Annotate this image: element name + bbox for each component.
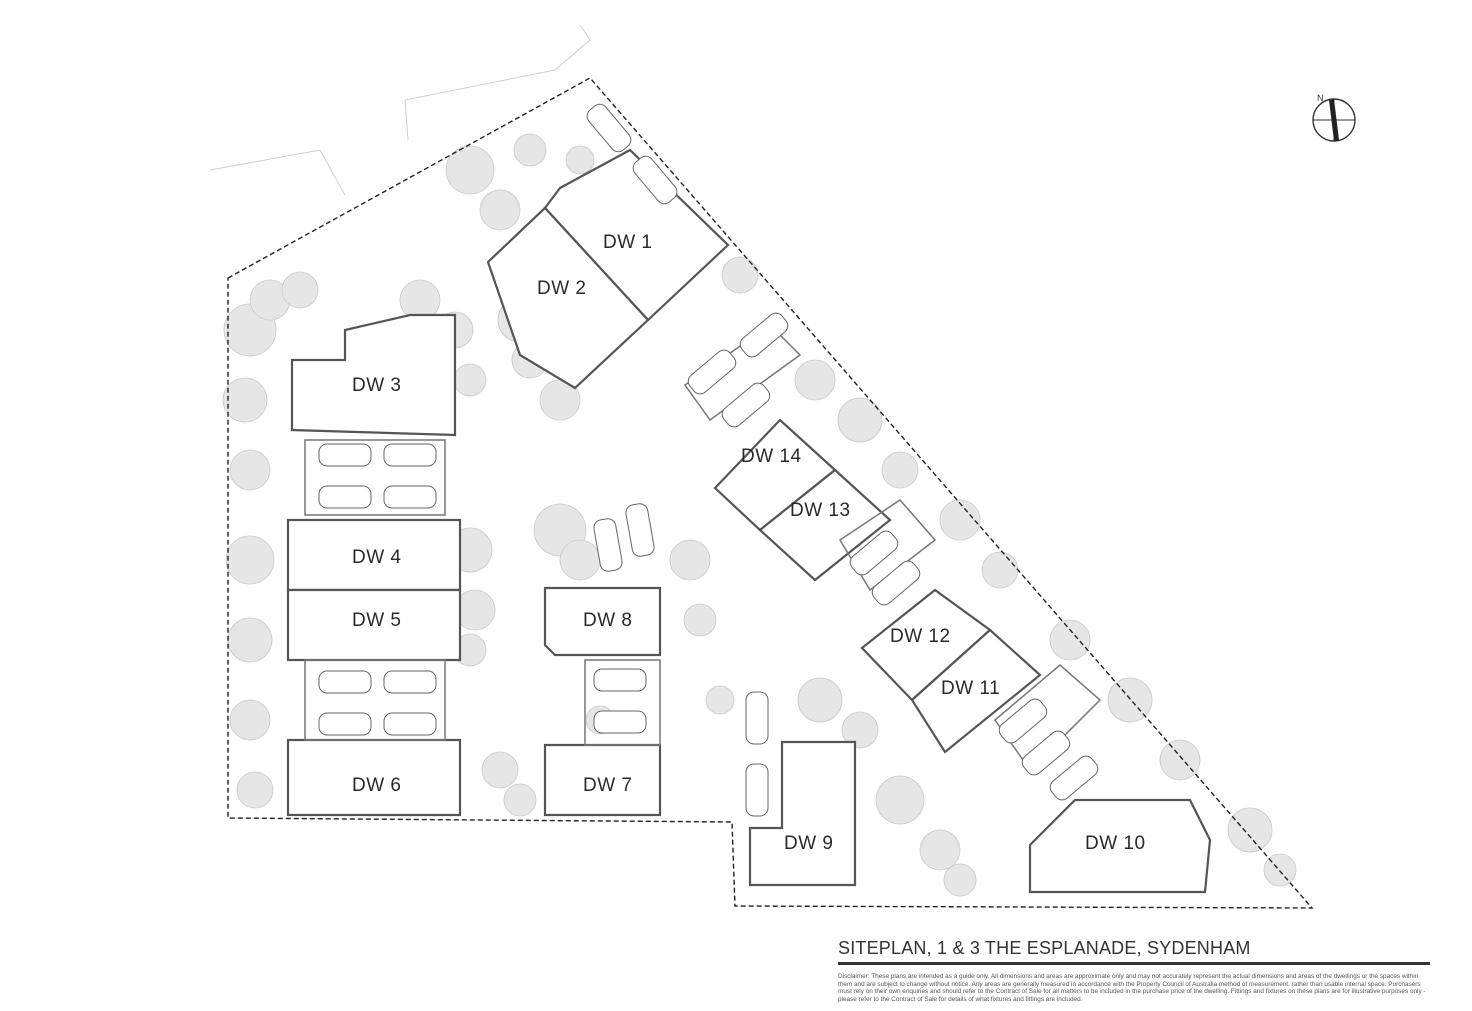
tree-icon <box>1227 807 1273 853</box>
dw2-footprint <box>486 206 650 390</box>
dw6-label: DW 6 <box>352 775 402 796</box>
dw1-label: DW 1 <box>603 232 653 253</box>
car-icon <box>318 443 372 467</box>
site-boundary <box>227 77 1314 909</box>
tree-icon <box>227 617 273 663</box>
dw8-label: DW 8 <box>583 610 633 631</box>
tree-icon <box>229 449 271 491</box>
car-icon <box>593 518 623 572</box>
dw9-label: DW 9 <box>784 833 834 854</box>
car-icon <box>383 670 437 694</box>
dw3-footprint <box>290 313 457 437</box>
dw11-label: DW 11 <box>941 678 1000 699</box>
tree-icon <box>669 539 711 581</box>
car-icon <box>586 103 632 153</box>
tree-icon <box>559 539 601 581</box>
car-icon <box>1021 730 1071 776</box>
car-icon <box>998 698 1048 744</box>
tree-icon <box>225 535 275 585</box>
tree-icon <box>841 711 879 749</box>
car-icon <box>632 155 678 205</box>
tree-icon <box>513 133 547 167</box>
dw12-label: DW 12 <box>890 626 951 647</box>
title-rule <box>838 962 1430 965</box>
tree-icon <box>1049 619 1091 661</box>
tree-icon <box>943 863 977 897</box>
dw10-footprint <box>1028 798 1212 894</box>
tree-icon <box>875 775 925 825</box>
tree-icon <box>919 829 961 871</box>
tree-icon <box>565 145 595 175</box>
car-icon <box>593 668 647 692</box>
tree-icon <box>479 189 521 231</box>
car-icon <box>849 530 899 576</box>
tree-icon <box>939 499 981 541</box>
tree-icon <box>721 256 759 294</box>
north-label: N <box>1317 93 1324 103</box>
tree-icon <box>281 271 319 309</box>
car-icon <box>318 670 372 694</box>
tree-icon <box>797 677 843 723</box>
tree-icon <box>1159 739 1201 781</box>
car-icon <box>721 382 771 428</box>
disclaimer-text: Disclaimer: These plans are intended as … <box>838 973 1426 1003</box>
north-arrow-icon: N <box>1312 93 1356 142</box>
dwelling-labels: DW 1 DW 2 DW 3 DW 4 DW 5 DW 6 DW 7 DW 8 … <box>352 232 1146 854</box>
dw2-label: DW 2 <box>537 278 587 299</box>
car-icon <box>687 349 737 395</box>
tree-icon <box>481 751 519 789</box>
tree-icon <box>453 363 487 397</box>
tree-icon <box>1107 677 1153 723</box>
dw3-label: DW 3 <box>352 375 402 396</box>
dw11-footprint <box>910 628 1042 754</box>
tree-icon <box>236 771 274 809</box>
car-icon <box>1049 755 1099 801</box>
tree-icon <box>503 783 537 817</box>
car-icon <box>625 503 655 557</box>
car-icon <box>593 710 647 734</box>
car-icon <box>745 763 769 817</box>
dw13-label: DW 13 <box>790 500 851 521</box>
tree-icon <box>794 359 836 401</box>
buildings <box>286 148 1212 894</box>
dw13-footprint <box>758 468 892 582</box>
car-icon <box>739 312 789 358</box>
dw7-label: DW 7 <box>583 775 633 796</box>
car-icon <box>383 712 437 736</box>
plan-title: SITEPLAN, 1 & 3 THE ESPLANADE, SYDENHAM <box>838 938 1251 958</box>
tree-icon <box>981 551 1019 589</box>
dw5-footprint <box>286 588 462 662</box>
dw5-label: DW 5 <box>352 610 402 631</box>
tree-icon <box>881 451 919 489</box>
car-icon <box>318 712 372 736</box>
dw10-label: DW 10 <box>1085 833 1146 854</box>
tree-icon <box>683 603 717 637</box>
car-icon <box>871 560 921 606</box>
dw1-footprint <box>543 148 730 322</box>
tree-icon <box>222 377 268 423</box>
tree-icon <box>705 685 735 715</box>
tree-icon <box>229 699 271 741</box>
car-icon <box>383 485 437 509</box>
dw4-label: DW 4 <box>352 547 402 568</box>
tree-icon <box>445 145 495 195</box>
landscaping <box>222 133 1297 897</box>
car-icon <box>318 485 372 509</box>
neighbour-lines <box>209 24 591 196</box>
tree-icon <box>837 397 883 443</box>
car-icon <box>745 691 769 745</box>
dw8-footprint <box>543 586 662 657</box>
car-icon <box>383 443 437 467</box>
parked-cars <box>318 103 1099 817</box>
dw9-footprint <box>748 740 857 887</box>
dw14-label: DW 14 <box>741 446 802 467</box>
